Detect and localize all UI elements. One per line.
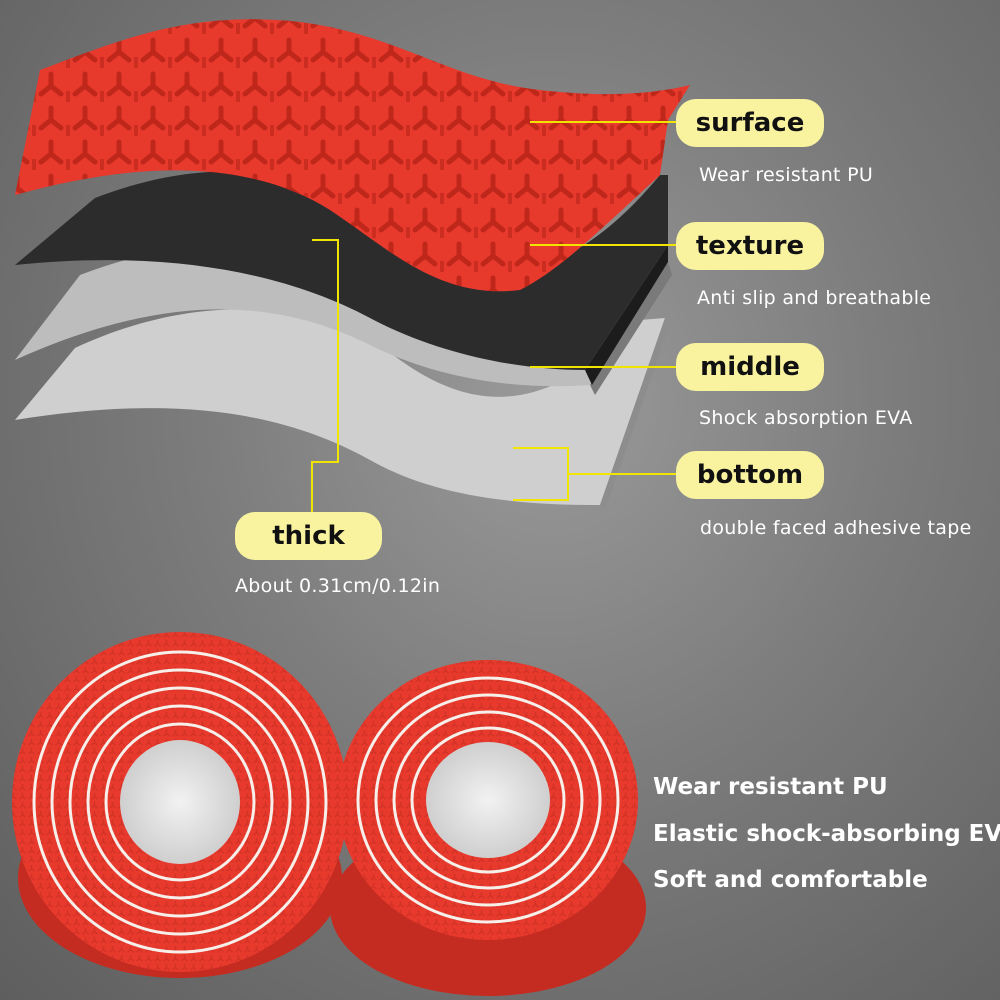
tape-roll-right xyxy=(330,660,646,996)
foam-layer xyxy=(15,171,668,385)
middle-label: middle xyxy=(676,343,824,391)
bottom-description: double faced adhesive tape xyxy=(700,517,972,539)
leader-lines xyxy=(311,121,680,512)
feature-shock-absorbing: Elastic shock-absorbing EVA xyxy=(653,821,1000,847)
feature-soft-comfortable: Soft and comfortable xyxy=(653,867,928,893)
surface-label: surface xyxy=(676,99,824,147)
surface-description: Wear resistant PU xyxy=(699,164,874,186)
thick-label: thick xyxy=(235,512,382,560)
texture-description: Anti slip and breathable xyxy=(697,287,932,309)
surface-layer xyxy=(15,19,690,292)
middle-description: Shock absorption EVA xyxy=(699,407,913,429)
thick-description: About 0.31cm/0.12in xyxy=(235,575,441,597)
texture-label: texture xyxy=(676,222,824,270)
tape-roll-left xyxy=(12,632,348,978)
bottom-label: bottom xyxy=(676,451,824,499)
feature-wear-resistant: Wear resistant PU xyxy=(653,774,888,800)
